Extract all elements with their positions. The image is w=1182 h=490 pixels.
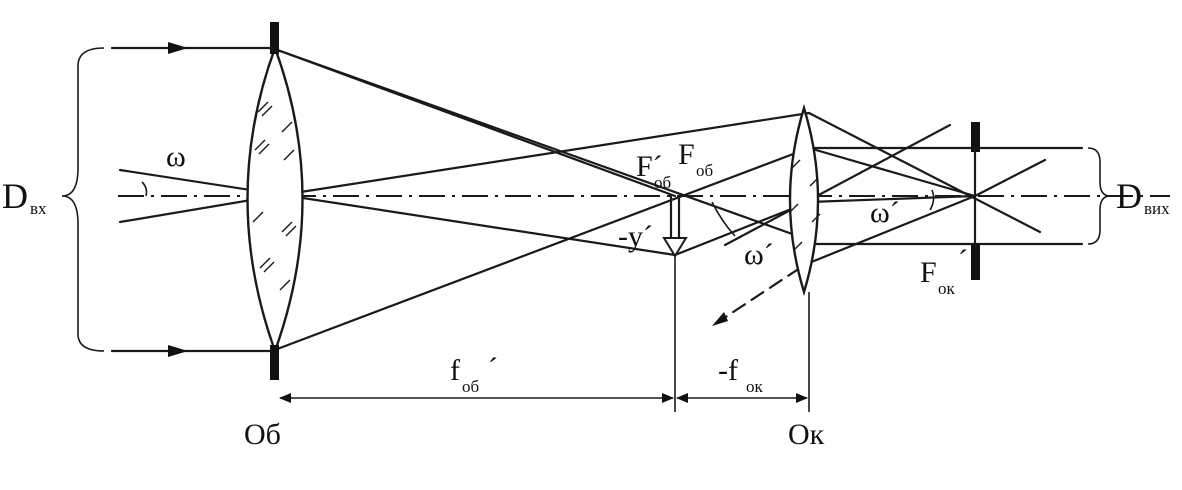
- eyepiece-ray-3: [807, 111, 1042, 234]
- label-f-ob-prime: F´: [636, 150, 663, 183]
- label-omega: ω: [166, 140, 186, 173]
- oblique-ray-1: [118, 168, 677, 257]
- omega-prime-right-arc: [929, 189, 935, 211]
- label-d-in-sub: вх: [30, 199, 47, 218]
- label-y-prime: -y´: [618, 220, 653, 253]
- label-f-ok-prime: F: [920, 256, 937, 289]
- eyepiece-ray-4: [807, 194, 977, 204]
- label-d-out-sub: вих: [1144, 199, 1170, 218]
- objective-lens-hatching: [252, 101, 297, 291]
- objective-ray-e: [673, 200, 811, 257]
- arrow-top-icon: [168, 42, 188, 54]
- objective-lens: [246, 44, 304, 355]
- label-d-in: D: [2, 176, 28, 216]
- objective-ray-d: [270, 46, 677, 198]
- eyepiece-ray-7: [723, 123, 952, 247]
- arrow-bottom-icon: [168, 345, 188, 357]
- label-f-ok-prime-mark: ´: [958, 244, 968, 277]
- label-f-ob-sub: об: [696, 161, 713, 180]
- label-dist-ob: f: [450, 354, 460, 387]
- output-aperture-brace: [1087, 147, 1111, 245]
- exit-stop-top: [971, 122, 980, 152]
- dashed-ray-arrow-icon: [712, 312, 728, 326]
- exit-stop-bottom: [971, 244, 980, 280]
- label-objective: Об: [244, 418, 281, 451]
- label-dist-ok-sub: ок: [746, 377, 764, 396]
- label-omega-prime-right: ω´: [870, 196, 900, 229]
- objective-ray-b: [270, 146, 811, 353]
- label-f-ok-prime-sub: ок: [938, 279, 956, 298]
- objective-stop-top: [270, 22, 279, 54]
- eyepiece-ray-6: [973, 158, 1047, 198]
- label-eyepiece: Ок: [788, 418, 825, 451]
- label-f-ob: F: [678, 138, 695, 171]
- objective-ray-c: [273, 111, 811, 198]
- dashed-exit-ray: [716, 266, 802, 324]
- label-f-ob-prime-sub: об: [654, 173, 671, 192]
- intermediate-image-arrow: [662, 194, 688, 258]
- omega-angle-arc: [141, 181, 148, 197]
- label-dist-ob-sub: об: [462, 377, 479, 396]
- eyepiece-ray-8: [807, 146, 977, 198]
- label-dist-ob-mark: ´: [488, 352, 498, 385]
- label-omega-prime-mid: ω´: [744, 238, 774, 271]
- omega-prime-mid-arc: [711, 201, 736, 237]
- label-d-out: D: [1116, 176, 1142, 216]
- objective-stop-bottom: [270, 345, 279, 380]
- label-dist-ok: -f: [718, 354, 738, 387]
- eyepiece-lens-hatching: [789, 159, 821, 251]
- eyepiece-lens: [788, 103, 820, 297]
- input-aperture-brace: [61, 47, 105, 352]
- eyepiece-ray-5: [807, 194, 977, 265]
